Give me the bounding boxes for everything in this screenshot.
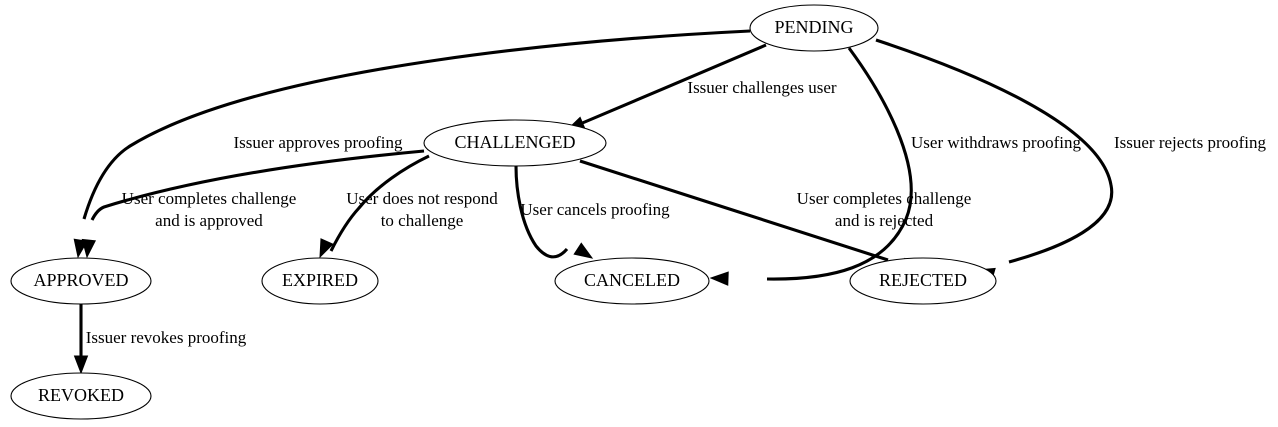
nodes-layer: PENDING CHALLENGED APPROVED EXPIRED CANCELED… [10, 4, 997, 420]
node-label-approved: APPROVED [33, 270, 128, 290]
node-ellipse-pending [749, 4, 879, 52]
node-label-revoked: REVOKED [38, 385, 124, 405]
edge-label-line: User completes challenge [122, 189, 297, 208]
edge-label-pending-challenged: Issuer challenges user [687, 78, 837, 97]
edge-arrowhead-approved-revoked [73, 355, 89, 375]
edge-label-pending-approved: Issuer approves proofing [233, 133, 403, 152]
edge-label-challenged-approved: User completes challenge and is approved [122, 189, 297, 230]
edge-label-line: User completes challenge [797, 189, 972, 208]
edge-path-pending-canceled [766, 47, 913, 281]
node-challenged[interactable]: CHALLENGED [423, 119, 607, 167]
edge-path-pending-challenged [579, 43, 767, 126]
node-canceled[interactable]: CANCELED [554, 257, 710, 305]
node-ellipse-canceled [554, 257, 710, 305]
node-ellipse-expired [261, 257, 379, 305]
edge-label-approved-revoked: Issuer revokes proofing [86, 328, 247, 347]
edge-challenged-canceled [514, 165, 594, 259]
edge-label-pending-rejected: Issuer rejects proofing [1114, 133, 1267, 152]
edge-arrowhead-challenged-canceled [573, 242, 594, 259]
edge-approved-revoked [73, 304, 89, 375]
edge-path-pending-rejected [875, 38, 1114, 264]
edge-label-line: Issuer approves proofing [233, 133, 403, 152]
edge-challenged-expired [319, 154, 430, 259]
edge-path-challenged-canceled [514, 165, 569, 259]
node-expired[interactable]: EXPIRED [261, 257, 379, 305]
node-label-pending: PENDING [775, 17, 854, 37]
edge-label-challenged-canceled: User cancels proofing [520, 200, 670, 219]
node-approved[interactable]: APPROVED [10, 257, 152, 305]
edge-path-challenged-approved [90, 149, 425, 221]
edge-challenged-approved [81, 149, 425, 259]
edge-label-line: to challenge [381, 211, 464, 230]
edge-label-challenged-expired: User does not respond to challenge [346, 189, 498, 230]
edge-arrowhead-challenged-approved [81, 238, 97, 259]
edge-arrowhead-pending-canceled [709, 271, 729, 286]
edge-path-challenged-rejected [579, 159, 889, 262]
edge-label-line: Issuer revokes proofing [86, 328, 247, 347]
edge-path-pending-approved [82, 29, 751, 220]
node-label-canceled: CANCELED [584, 270, 680, 290]
node-revoked[interactable]: REVOKED [10, 372, 152, 420]
edge-pending-canceled [709, 47, 913, 286]
node-ellipse-rejected [849, 257, 997, 305]
node-ellipse-approved [10, 257, 152, 305]
edge-label-pending-canceled: User withdraws proofing [911, 133, 1081, 152]
edge-label-line: and is rejected [835, 211, 934, 230]
edge-label-line: User withdraws proofing [911, 133, 1081, 152]
node-pending[interactable]: PENDING [749, 4, 879, 52]
node-ellipse-challenged [423, 119, 607, 167]
edge-arrowhead-challenged-expired [319, 238, 334, 259]
node-label-rejected: REJECTED [879, 270, 967, 290]
edge-label-line: and is approved [155, 211, 263, 230]
node-label-challenged: CHALLENGED [455, 132, 576, 152]
edge-path-challenged-expired [329, 154, 430, 252]
node-label-expired: EXPIRED [282, 270, 358, 290]
edge-label-line: User does not respond [346, 189, 498, 208]
node-ellipse-revoked [10, 372, 152, 420]
edge-pending-rejected [875, 38, 1114, 282]
edge-label-challenged-rejected: User completes challenge and is rejected [797, 189, 972, 230]
node-rejected[interactable]: REJECTED [849, 257, 997, 305]
edge-label-line: User cancels proofing [520, 200, 670, 219]
edge-label-line: Issuer rejects proofing [1114, 133, 1267, 152]
edge-label-line: Issuer challenges user [687, 78, 837, 97]
